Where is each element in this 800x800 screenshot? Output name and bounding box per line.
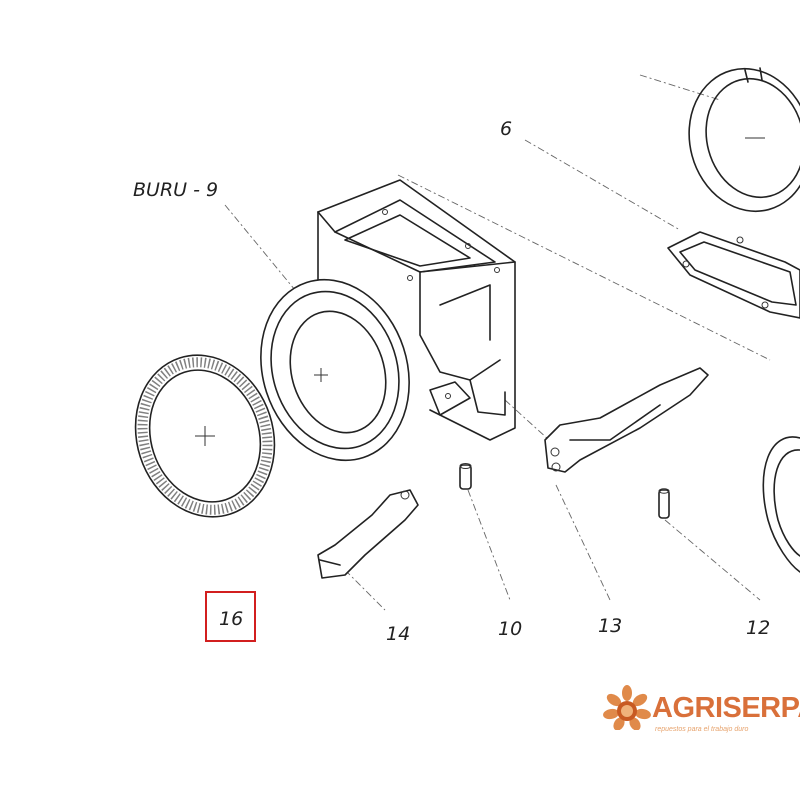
ring-segment-part-12 bbox=[762, 436, 800, 573]
callout-6: 6 bbox=[500, 118, 512, 140]
callout-12: 12 bbox=[746, 617, 770, 639]
ring-part-6 bbox=[688, 67, 800, 213]
burner-housing bbox=[260, 179, 516, 462]
callout-10: 10 bbox=[498, 618, 522, 640]
pin-part-10 bbox=[459, 463, 472, 490]
pin-part-12 bbox=[658, 488, 670, 519]
lever-part-14 bbox=[317, 489, 419, 579]
part-16-highlight-box bbox=[205, 591, 256, 642]
gasket-ring-part-16 bbox=[134, 354, 276, 518]
callout-13: 13 bbox=[598, 615, 622, 637]
callout-buru-9: BURU - 9 bbox=[133, 179, 218, 201]
callout-16: 16 bbox=[219, 608, 243, 630]
agriserpal-logo: AGRISERPAL repuestos para el trabajo dur… bbox=[602, 682, 800, 746]
sunflower-icon bbox=[603, 685, 651, 730]
lever-part-13 bbox=[544, 367, 709, 473]
brand-tagline: repuestos para el trabajo duro bbox=[655, 726, 749, 733]
brand-name: AGRISERPAL bbox=[652, 692, 800, 724]
callout-14: 14 bbox=[386, 623, 410, 645]
gasket-plate-part-6 bbox=[667, 231, 800, 319]
